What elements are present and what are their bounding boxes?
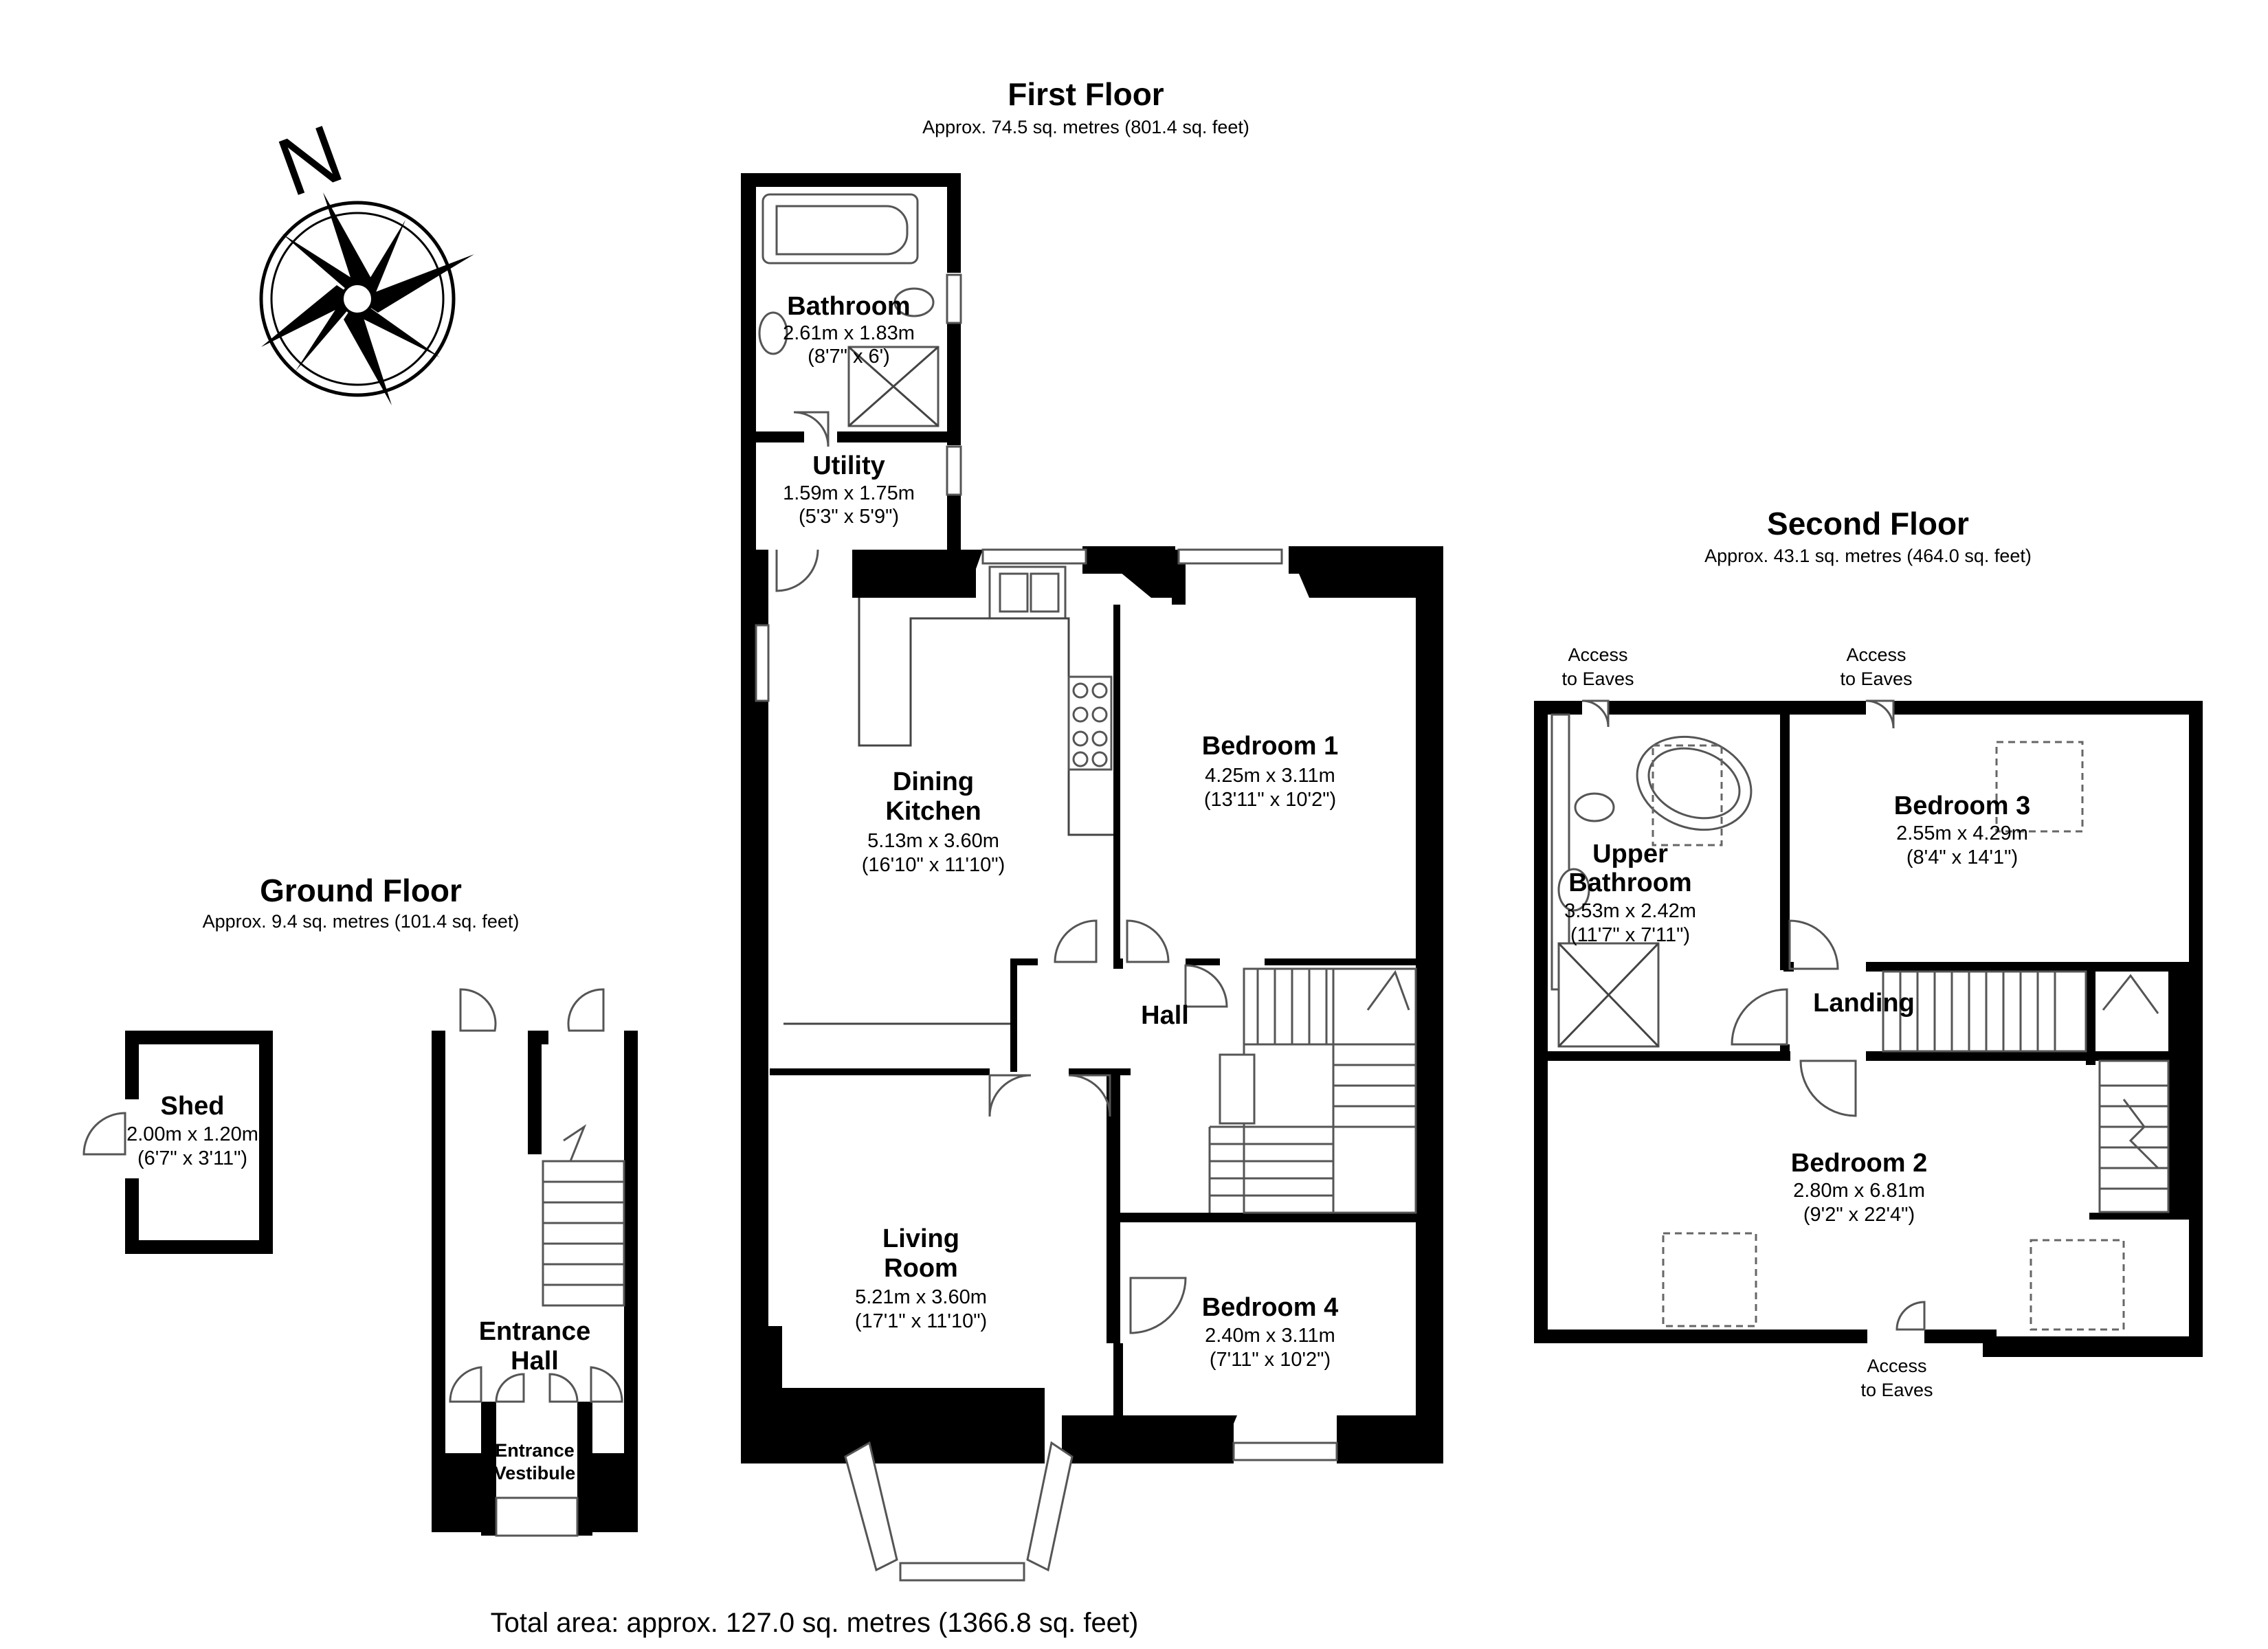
bedroom-1-name: Bedroom 1 bbox=[1202, 732, 1338, 761]
second-floor-title: Second Floor bbox=[1767, 506, 1969, 541]
ground-floor-area: Approx. 9.4 sq. metres (101.4 sq. feet) bbox=[203, 911, 520, 932]
room-hall: Hall bbox=[1141, 1001, 1189, 1030]
shed-imperial: (6'7" x 3'11") bbox=[137, 1147, 247, 1169]
first-floor-staircase bbox=[1208, 967, 1417, 1214]
room-dining-kitchen: Dining Kitchen 5.13m x 3.60m (16'10" x 1… bbox=[862, 767, 1005, 876]
eaves-1-line-2: to Eaves bbox=[1561, 669, 1634, 689]
entrance-hall-stairs bbox=[542, 1124, 625, 1307]
entrance-hall-name-2: Hall bbox=[511, 1347, 559, 1376]
upper-bathroom-fixtures bbox=[1550, 713, 1753, 1048]
second-floor-skylights bbox=[1662, 741, 2125, 1331]
bathroom-imperial: (8'7" x 6') bbox=[808, 346, 890, 368]
shed-walls bbox=[82, 1031, 273, 1254]
eaves-3-line-1: Access bbox=[1867, 1356, 1926, 1376]
dining-kitchen-metric: 5.13m x 3.60m bbox=[867, 830, 999, 852]
first-floor-title: First Floor bbox=[1008, 76, 1164, 112]
total-area: Total area: approx. 127.0 sq. metres (13… bbox=[491, 1608, 1139, 1638]
entrance-hall-walls bbox=[432, 988, 638, 1537]
room-entrance-hall: Entrance Hall bbox=[479, 1317, 591, 1376]
compass-north-letter: N bbox=[267, 107, 354, 214]
room-bedroom-1: Bedroom 1 4.25m x 3.11m (13'11" x 10'2") bbox=[1202, 732, 1338, 811]
first-floor-doors bbox=[775, 411, 1228, 1334]
utility-name: Utility bbox=[812, 451, 885, 480]
room-bedroom-3: Bedroom 3 2.55m x 4.29m (8'4" x 14'1") bbox=[1894, 792, 2030, 868]
second-floor-staircase bbox=[1882, 970, 2170, 1213]
north-compass-icon: N bbox=[259, 107, 474, 405]
living-room-name-2: Room bbox=[884, 1254, 958, 1283]
second-floor-doors bbox=[1581, 699, 1926, 1331]
dining-kitchen-imperial: (16'10" x 11'10") bbox=[862, 854, 1005, 876]
bedroom-4-imperial: (7'11" x 10'2") bbox=[1210, 1349, 1331, 1371]
dining-kitchen-name-2: Kitchen bbox=[885, 797, 981, 826]
entrance-vestibule-name-1: Entrance bbox=[495, 1440, 575, 1461]
eaves-2-line-2: to Eaves bbox=[1840, 669, 1912, 689]
shed-name: Shed bbox=[161, 1092, 225, 1121]
living-room-imperial: (17'1" x 11'10") bbox=[855, 1310, 987, 1332]
access-to-eaves-2: Access to Eaves bbox=[1840, 644, 1912, 689]
room-utility: Utility 1.59m x 1.75m (5'3" x 5'9") bbox=[783, 451, 915, 528]
entrance-hall-name-1: Entrance bbox=[479, 1317, 591, 1346]
bedroom-3-metric: 2.55m x 4.29m bbox=[1896, 822, 2028, 844]
room-bathroom: Bathroom 2.61m x 1.83m (8'7" x 6') bbox=[783, 292, 915, 368]
entrance-vestibule-name-2: Vestibule bbox=[494, 1463, 576, 1483]
first-floor-walls bbox=[741, 173, 1443, 1463]
room-living-room: Living Room 5.21m x 3.60m (17'1" x 11'10… bbox=[855, 1224, 987, 1332]
living-room-metric: 5.21m x 3.60m bbox=[855, 1286, 987, 1308]
ground-floor-title: Ground Floor bbox=[260, 873, 462, 908]
bedroom-3-imperial: (8'4" x 14'1") bbox=[1906, 846, 2018, 868]
dining-kitchen-name-1: Dining bbox=[893, 767, 974, 796]
first-floor-area: Approx. 74.5 sq. metres (801.4 sq. feet) bbox=[922, 117, 1249, 137]
first-floor-windows bbox=[755, 273, 1338, 1461]
upper-bathroom-name-1: Upper bbox=[1592, 840, 1668, 868]
bedroom-1-metric: 4.25m x 3.11m bbox=[1205, 765, 1335, 787]
room-entrance-vestibule: Entrance Vestibule bbox=[494, 1440, 576, 1483]
upper-bathroom-metric: 3.53m x 2.42m bbox=[1564, 900, 1696, 922]
bedroom-4-metric: 2.40m x 3.11m bbox=[1205, 1325, 1335, 1347]
eaves-1-line-1: Access bbox=[1568, 644, 1627, 665]
bathroom-name: Bathroom bbox=[787, 292, 910, 321]
room-shed: Shed 2.00m x 1.20m (6'7" x 3'11") bbox=[126, 1092, 258, 1169]
shed-metric: 2.00m x 1.20m bbox=[126, 1123, 258, 1145]
access-to-eaves-1: Access to Eaves bbox=[1561, 644, 1634, 689]
upper-bathroom-imperial: (11'7" x 7'11") bbox=[1570, 924, 1690, 946]
room-upper-bathroom: Upper Bathroom 3.53m x 2.42m (11'7" x 7'… bbox=[1564, 840, 1696, 946]
kitchen-fixtures bbox=[783, 565, 1113, 1025]
landing-name: Landing bbox=[1813, 989, 1915, 1018]
room-bedroom-2: Bedroom 2 2.80m x 6.81m (9'2" x 22'4") bbox=[1791, 1149, 1927, 1226]
eaves-3-line-2: to Eaves bbox=[1860, 1380, 1933, 1400]
bathroom-metric: 2.61m x 1.83m bbox=[783, 322, 915, 344]
bedroom-2-imperial: (9'2" x 22'4") bbox=[1803, 1204, 1915, 1226]
bedroom-4-name: Bedroom 4 bbox=[1202, 1293, 1338, 1322]
second-floor-walls bbox=[1534, 701, 2203, 1357]
living-room-bay-window bbox=[844, 1441, 1074, 1582]
second-floor-area: Approx. 43.1 sq. metres (464.0 sq. feet) bbox=[1704, 546, 2032, 566]
room-landing: Landing bbox=[1813, 989, 1915, 1018]
utility-metric: 1.59m x 1.75m bbox=[783, 482, 915, 504]
bedroom-1-imperial: (13'11" x 10'2") bbox=[1204, 789, 1336, 811]
bedroom-2-name: Bedroom 2 bbox=[1791, 1149, 1927, 1178]
access-to-eaves-3: Access to Eaves bbox=[1860, 1356, 1933, 1400]
hall-name: Hall bbox=[1141, 1001, 1189, 1030]
room-bedroom-4: Bedroom 4 2.40m x 3.11m (7'11" x 10'2") bbox=[1202, 1293, 1338, 1371]
utility-imperial: (5'3" x 5'9") bbox=[799, 506, 899, 528]
living-room-name-1: Living bbox=[882, 1224, 959, 1253]
upper-bathroom-name-2: Bathroom bbox=[1568, 868, 1691, 897]
bathroom-fixtures bbox=[758, 193, 940, 427]
bedroom-3-name: Bedroom 3 bbox=[1894, 792, 2030, 820]
eaves-2-line-1: Access bbox=[1846, 644, 1906, 665]
bedroom-2-metric: 2.80m x 6.81m bbox=[1793, 1180, 1925, 1202]
